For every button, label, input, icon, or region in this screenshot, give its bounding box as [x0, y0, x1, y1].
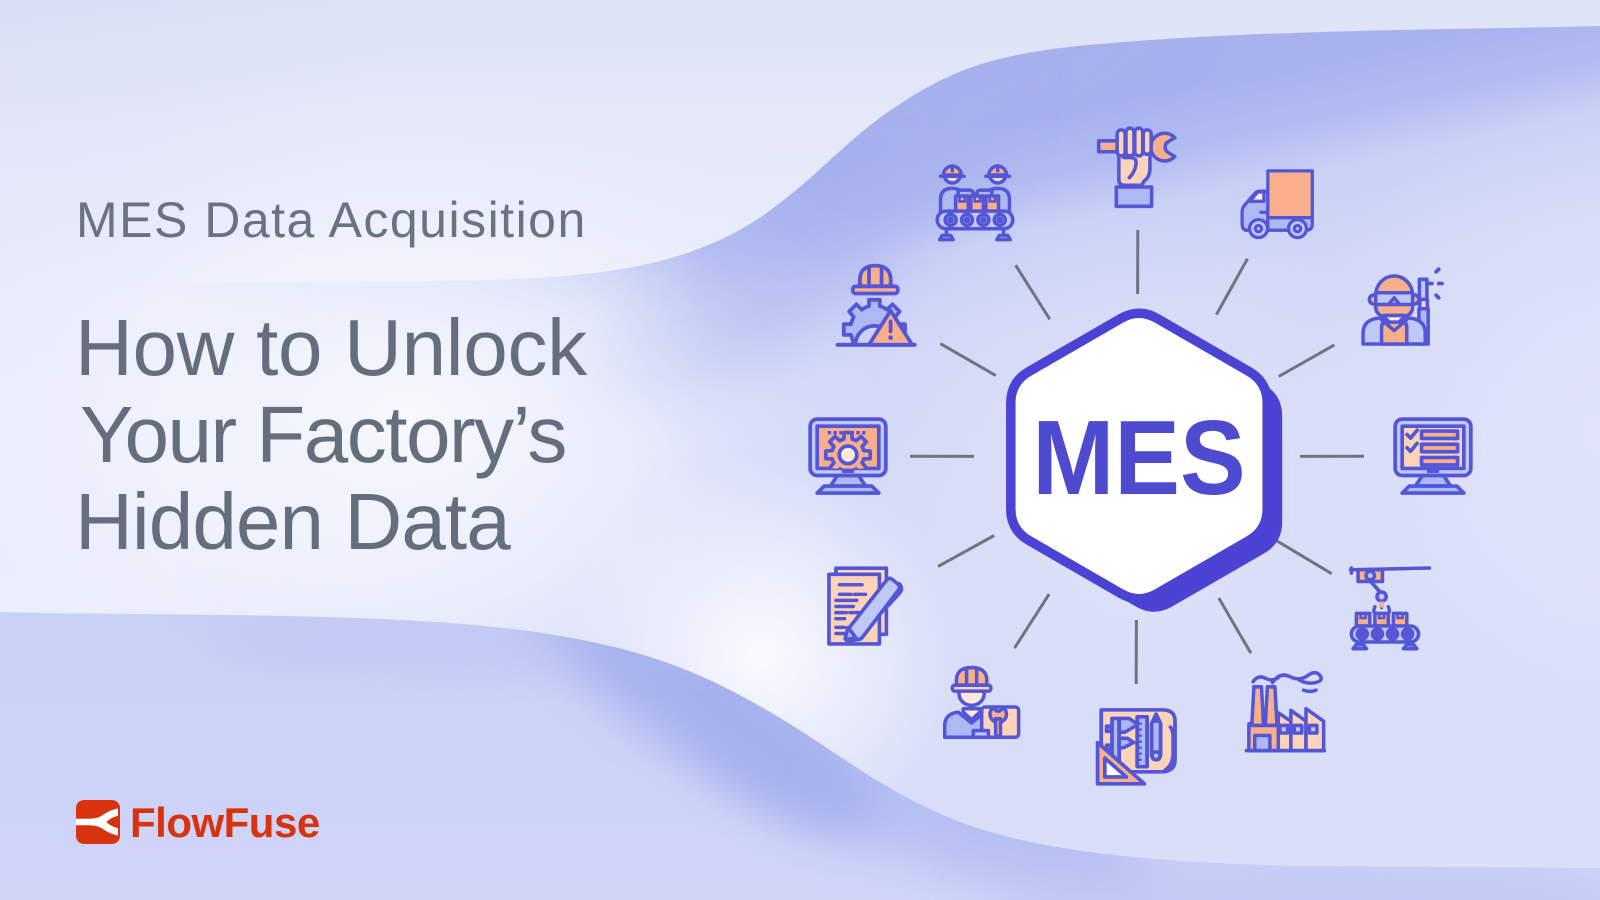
svg-text:MES: MES [1032, 398, 1246, 517]
svg-text:FlowFuse: FlowFuse [130, 799, 320, 846]
